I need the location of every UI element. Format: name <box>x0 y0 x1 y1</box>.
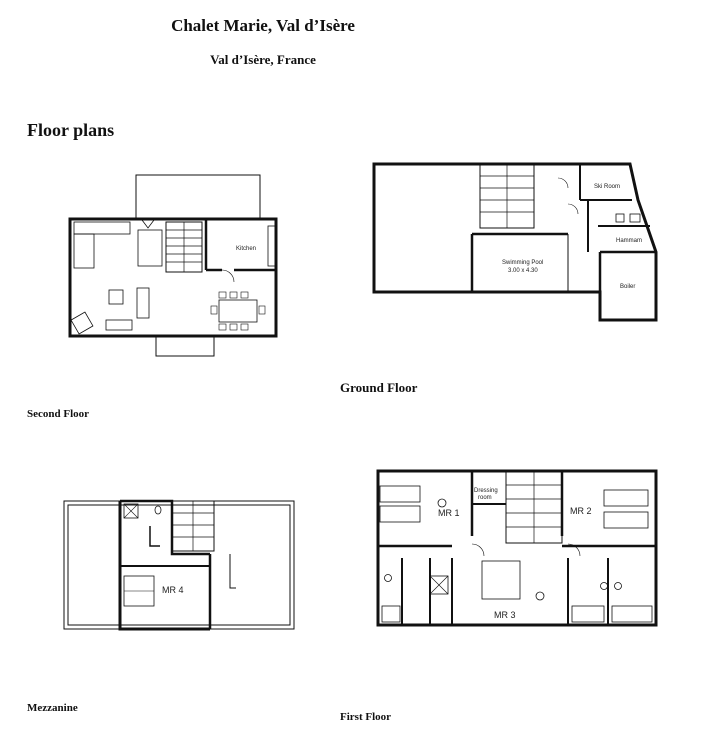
ground-floor-caption: Ground Floor <box>340 380 418 395</box>
pool-size-label: 3.00 x 4.30 <box>508 268 538 274</box>
second-floor-caption: Second Floor <box>27 408 90 420</box>
second-floor-plan: Kitchen <box>64 170 284 360</box>
ground-floor-plan: Ski Room Hammam Swimming Pool 3.00 x 4.3… <box>368 158 668 328</box>
pool-label: Swimming Pool <box>502 260 543 266</box>
hammam-label: Hammam <box>616 238 642 244</box>
mr1-label: MR 1 <box>438 508 460 518</box>
ski-room-label: Ski Room <box>594 184 620 190</box>
dressing-label: Dressing <box>474 488 498 494</box>
first-floor-plan: Dressing room MR 1 MR 2 MR 3 <box>372 466 662 631</box>
mr2-label: MR 2 <box>570 506 592 516</box>
first-floor-caption: First Floor <box>340 711 392 723</box>
kitchen-label: Kitchen <box>236 246 256 252</box>
dressing-room-label: room <box>478 495 492 501</box>
mr3-label: MR 3 <box>494 610 516 620</box>
boiler-label: Boiler <box>620 284 635 290</box>
page-subtitle: Val d’Isère, France <box>210 52 316 67</box>
mezzanine-caption: Mezzanine <box>27 702 78 714</box>
section-heading: Floor plans <box>27 120 115 140</box>
mezzanine-plan: MR 4 <box>60 496 300 636</box>
mr4-label: MR 4 <box>162 585 184 595</box>
page-title: Chalet Marie, Val d’Isère <box>171 16 355 35</box>
